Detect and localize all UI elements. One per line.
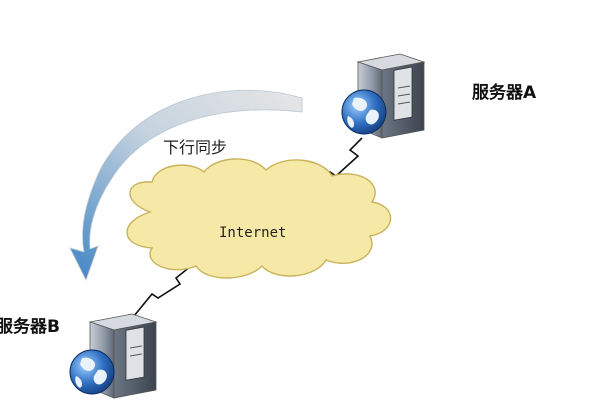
server-a-label: 服务器A [472, 82, 537, 103]
globe-icon [341, 89, 387, 135]
sync-label: 下行同步 [163, 138, 227, 157]
globe-icon [69, 349, 115, 395]
link-cloud-to-server-b [133, 261, 197, 317]
internet-cloud [126, 158, 392, 279]
cloud-label: Internet [219, 225, 286, 241]
sync-arrow [69, 89, 303, 282]
server-b-label: 服务器B [0, 316, 60, 337]
